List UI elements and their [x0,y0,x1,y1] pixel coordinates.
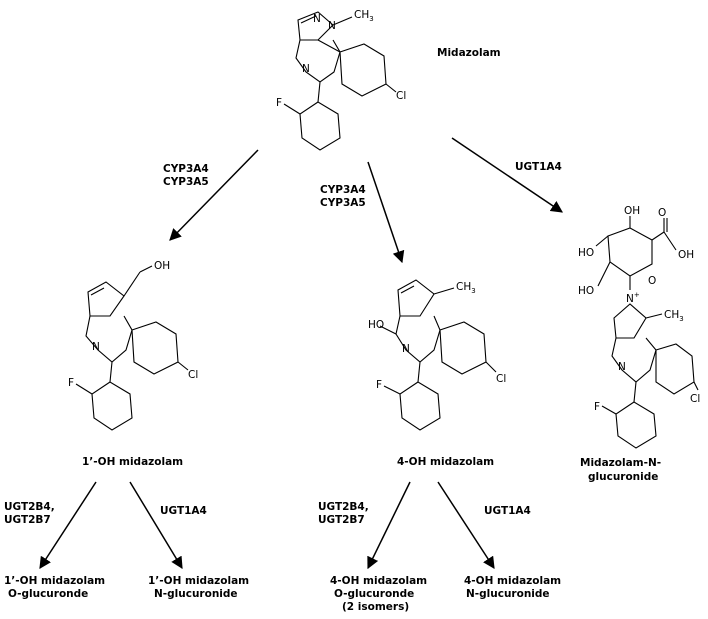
ch3-label: CH3 [354,9,374,23]
n-glucuronide-label: glucuronide [588,471,658,483]
f-label: F [594,401,600,413]
imidazole-ring [87,281,125,317]
fluorophenyl-ring [615,401,657,449]
ch3-label: CH3 [456,281,476,295]
arrow-4oh-to-nglu [437,481,495,570]
f-label: F [68,377,74,389]
enzyme-label: UGT1A4 [160,505,207,517]
enzyme-label: CYP3A4 [320,184,366,196]
cl-label: Cl [396,90,406,102]
o-label: O [648,275,656,287]
f-label: F [276,97,282,109]
4oh-midazolam-label: 4-OH midazolam [397,456,494,468]
product-label: 1’-OH midazolam [148,575,249,587]
enzyme-label: UGT2B7 [318,514,365,526]
n-atom: N [313,13,321,25]
product-label: 1’-OH midazolam [4,575,105,587]
product-label: 4-OH midazolam [464,575,561,587]
enzyme-label: UGT2B4, [4,501,55,513]
cl-label: Cl [496,373,506,385]
imidazole-ring [297,11,334,41]
arrow-to-nglu [451,137,563,213]
arrow-to-4oh [367,161,405,264]
imidazole-ring [613,303,647,339]
product-label: 4-OH midazolam [330,575,427,587]
arrow-1oh-to-oglu [39,481,97,570]
product-label: O-glucuronde [334,588,414,600]
arrow-1oh-to-nglu [129,481,183,570]
benzo-ring [339,43,387,97]
n-plus-atom: N+ [626,291,640,305]
diazepine-ring [295,39,341,83]
enzyme-label: UGT1A4 [484,505,531,517]
fluorophenyl-ring [399,381,441,431]
enzyme-label: CYP3A5 [163,176,209,188]
product-label: (2 isomers) [342,601,409,613]
n-atom: N [92,341,100,353]
n-atom: N [618,361,626,373]
diazepine-ring [395,315,441,363]
ho-label: HO [578,285,594,297]
cl-label: Cl [690,393,700,405]
arrow-to-1oh [169,149,259,241]
benzo-ring [131,321,179,375]
1oh-midazolam-label: 1’-OH midazolam [82,456,183,468]
4oh-midazolam-structure: HO N CH3 Cl F [368,279,506,431]
enzyme-label: CYP3A5 [320,197,366,209]
ch3-label: CH3 [664,309,684,323]
n-atom: N [302,63,310,75]
diazepine-ring [611,337,657,383]
glucuronic-acid-ring [607,227,653,277]
midazolam-structure: N N N CH3 Cl F [276,9,406,151]
cl-label: Cl [188,369,198,381]
oh-label: OH [678,249,694,261]
n-atom: N [402,343,410,355]
product-label: N-glucuronide [154,588,238,600]
product-label: N-glucuronide [466,588,550,600]
enzyme-label: UGT1A4 [515,161,562,173]
ho-label: HO [368,319,384,331]
product-label: O-glucuronde [8,588,88,600]
oh-label: OH [624,205,640,217]
1oh-midazolam-structure: OH N Cl F [68,260,198,431]
imidazole-ring [397,279,435,317]
arrow-4oh-to-oglu [367,481,411,570]
benzo-ring [439,321,487,375]
midazolam-label: Midazolam [437,47,501,59]
fluorophenyl-ring [91,381,133,431]
enzyme-label: UGT2B7 [4,514,51,526]
diazepine-ring [85,315,133,363]
n-glucuronide-label: Midazolam-N- [580,457,661,469]
enzyme-label: UGT2B4, [318,501,369,513]
ho-label: HO [578,247,594,259]
fluorophenyl-ring [299,101,341,151]
n-atom: N [328,20,336,32]
o-label: O [658,207,666,219]
benzo-ring [655,343,695,395]
n-glucuronide-structure: OH HO HO O OH O N+ CH3 N Cl F [578,205,700,449]
enzyme-label: CYP3A4 [163,163,209,175]
oh-label: OH [154,260,170,272]
f-label: F [376,379,382,391]
